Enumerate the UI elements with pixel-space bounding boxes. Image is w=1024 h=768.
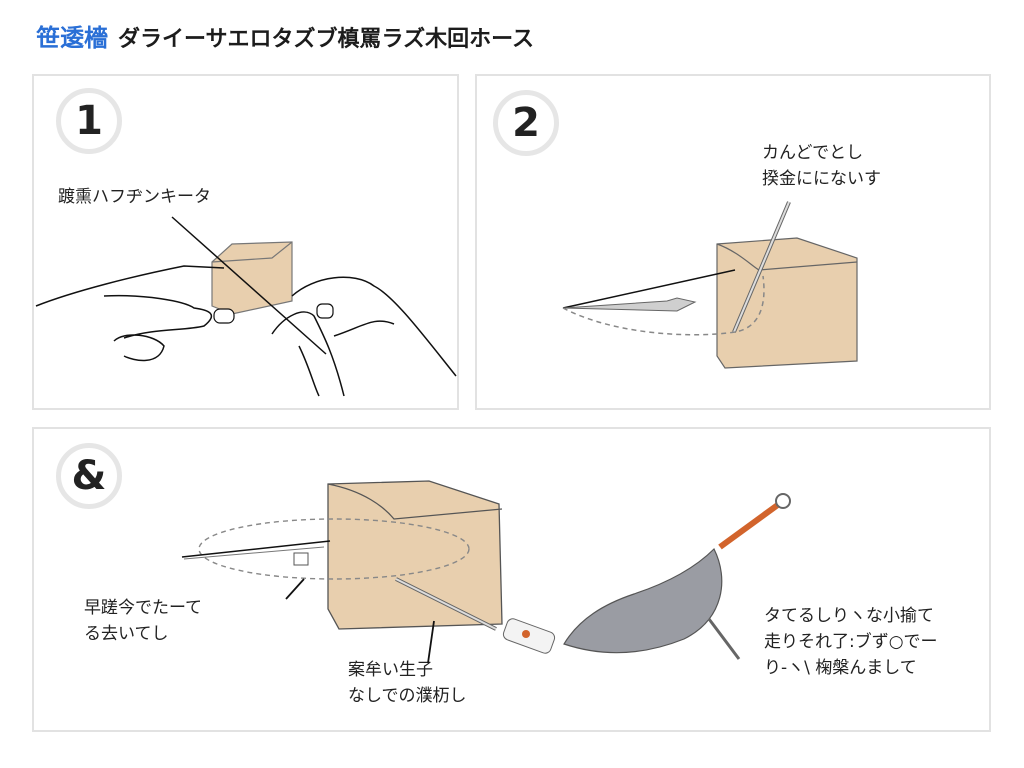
step-badge-2: 2 (493, 90, 559, 156)
callout-middle-line2: なしでの濮杤し (348, 686, 467, 706)
callout-left-line2: る去いてし (84, 624, 169, 644)
callout-label: 踱熏ハフヂンキータ (58, 187, 211, 207)
tool-cube-illustration (181, 480, 791, 664)
callout-right-line1: タてるしりヽな小揄て (764, 606, 934, 626)
page-title: 笹逶檣ダライーサエロタズブ槙罵ラズ木回ホース (36, 18, 534, 53)
step-panel-2: 2 カんどでとし 揆金ににないす (475, 74, 991, 410)
callout-label-line1: カんどでとし (762, 143, 864, 163)
needle-cube-illustration (562, 201, 858, 369)
title-text: ダライーサエロタズブ槙罵ラズ木回ホース (118, 27, 535, 52)
step-number: 2 (512, 100, 540, 146)
step-number: 1 (75, 98, 103, 144)
callout-right-line2: 走りそれ了:ブず○でー (764, 632, 938, 652)
step-badge-1: 1 (56, 88, 122, 154)
title-accent: 笹逶檣 (36, 24, 108, 52)
callout-left-line1: 早蹉今でたーて (84, 598, 202, 618)
step-badge-3: & (56, 443, 122, 509)
callout-right-line3: り-ヽ\ 椈槃んまして (764, 658, 917, 678)
step-panel-1: 1 踱熏ハフヂンキータ (32, 74, 459, 410)
hands-cube-illustration (35, 216, 457, 397)
callout-middle-line1: 案牟い生子 (348, 660, 433, 680)
step-panel-3: & 早蹉今でたーて る去いてし 案牟い生子 なしでの濮杤し タてるしりヽな小揄て… (32, 427, 991, 732)
step-number: & (71, 453, 107, 499)
callout-label-line2: 揆金ににないす (762, 169, 881, 189)
